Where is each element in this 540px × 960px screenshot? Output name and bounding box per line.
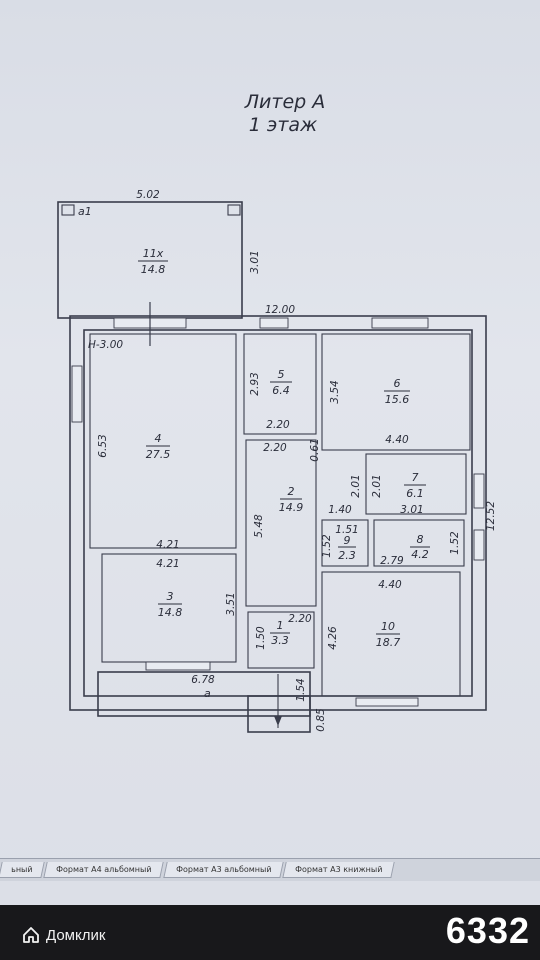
room-6-area: 15.6: [385, 393, 410, 406]
dim-301a: 3.01: [249, 250, 261, 273]
plan-subtitle: 1 этаж: [249, 114, 317, 136]
dim-440b: 4.40: [378, 579, 402, 591]
house-logo-icon: [23, 927, 39, 943]
wall-porch: [247, 695, 311, 733]
tab-a4-landscape[interactable]: Формат А4 альбомный: [43, 862, 165, 878]
room-3-number: 3: [167, 590, 174, 603]
dim-201a: 2.01: [350, 474, 362, 497]
dim-150: 1.50: [255, 626, 267, 650]
dim-301b: 3.01: [400, 504, 423, 516]
window-top-right: [371, 317, 429, 329]
layout-tabs: ьный Формат А4 альбомный Формат А3 альбо…: [0, 858, 540, 881]
dim-354: 3.54: [329, 380, 341, 403]
room-5-outline: [243, 333, 317, 435]
dim-293: 2.93: [249, 372, 261, 395]
dim-201b: 2.01: [371, 474, 383, 497]
room-5-area: 6.4: [272, 384, 290, 397]
tab-a3-landscape[interactable]: Формат А3 альбомный: [163, 862, 285, 878]
dim-140: 1.40: [328, 504, 352, 516]
label-a: а: [204, 687, 211, 700]
dim-548: 5.48: [253, 514, 265, 538]
room-3-area: 14.8: [158, 606, 183, 619]
dim-1252: 12.52: [485, 501, 497, 531]
dim-421b: 4.21: [156, 558, 179, 570]
window-right-top: [473, 473, 485, 509]
cad-screen: Литер А 1 этаж а1 Н-3.00 а 11х 14.8 4 27…: [0, 0, 540, 905]
room-10-outline: [321, 571, 461, 697]
room-7-area: 6.1: [406, 487, 424, 500]
dim-152a: 1.52: [321, 534, 333, 558]
room-9-outline: [321, 519, 369, 567]
entrance-arrow-head: [274, 716, 282, 726]
room-4-area: 27.5: [146, 448, 171, 461]
room-10-area: 18.7: [376, 636, 401, 649]
tab-a3-portrait[interactable]: Формат А3 книжный: [282, 862, 396, 878]
room-8-area: 4.2: [411, 548, 429, 561]
room-2-number: 2: [288, 485, 295, 498]
window-bottom-right: [355, 697, 419, 707]
room-4-outline: [89, 333, 237, 549]
label-height: Н-3.00: [88, 339, 123, 351]
window-left: [71, 365, 83, 423]
room-9-number: 9: [344, 534, 351, 547]
photo-footer: [0, 905, 540, 960]
wall-veranda: [97, 671, 311, 717]
listing-id-watermark: 6332: [445, 910, 530, 951]
room-10-number: 10: [381, 620, 395, 633]
wall-annex-a1: [57, 201, 243, 319]
window-bottom-left: [145, 661, 211, 671]
room-2-area: 14.9: [279, 501, 304, 514]
room-7-outline: [365, 453, 467, 515]
dim-085: 0.85: [315, 708, 327, 732]
dim-154: 1.54: [295, 678, 307, 701]
room-9-area: 2.3: [338, 549, 356, 562]
brand-name: Домклик: [46, 926, 106, 944]
room-7-number: 7: [412, 471, 419, 484]
dim-279: 2.79: [380, 555, 404, 567]
tab-partial[interactable]: ьный: [0, 862, 46, 878]
dim-440a: 4.40: [385, 434, 409, 446]
floor-plan: Литер А 1 этаж а1 Н-3.00 а 11х 14.8 4 27…: [57, 91, 497, 733]
room-11x-area: 14.8: [141, 263, 166, 276]
window-right-bottom: [473, 529, 485, 561]
dim-678: 6.78: [191, 674, 215, 686]
room-1-area: 3.3: [271, 634, 289, 647]
dim-152b: 1.52: [449, 531, 461, 555]
label-a1: а1: [78, 205, 92, 218]
room-8-outline: [373, 519, 465, 567]
room-1-outline: [247, 611, 315, 669]
dim-502: 5.02: [136, 189, 160, 201]
room-6-number: 6: [394, 377, 401, 390]
brand-watermark: Домклик: [22, 926, 105, 944]
room-8-number: 8: [417, 533, 424, 546]
room-1-number: 1: [277, 619, 284, 632]
room-4-number: 4: [155, 432, 162, 445]
annex-corner-left: [61, 204, 75, 216]
dim-220b: 2.20: [263, 442, 287, 454]
dim-061: 0.61: [309, 438, 321, 461]
dim-421a: 4.21: [156, 539, 179, 551]
dim-351: 3.51: [225, 592, 237, 615]
room-2-outline: [245, 439, 317, 607]
dim-220a: 2.20: [266, 419, 290, 431]
window-top-mid: [259, 317, 289, 329]
dim-220c: 2.20: [288, 613, 312, 625]
dim-426: 4.26: [327, 626, 339, 650]
dim-653: 6.53: [97, 434, 109, 457]
annex-corner-right: [227, 204, 241, 216]
room-5-number: 5: [278, 368, 285, 381]
plan-title: Литер А: [244, 91, 326, 113]
room-11x-number: 11х: [143, 247, 164, 260]
dim-1200: 12.00: [265, 304, 295, 316]
room-6-outline: [321, 333, 471, 451]
dim-151: 1.51: [335, 524, 358, 536]
